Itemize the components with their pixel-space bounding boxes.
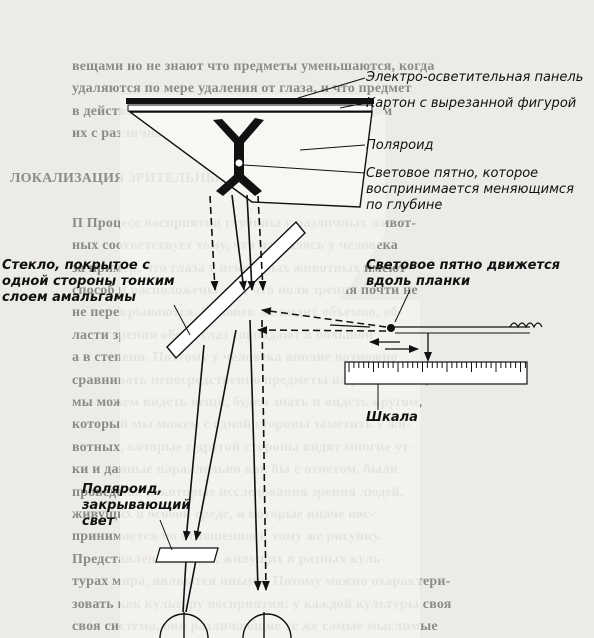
ray-1	[209, 195, 219, 291]
label-spot-3: по глубине	[366, 198, 443, 213]
scale-ruler	[344, 361, 528, 385]
polaroid-slab	[127, 111, 373, 208]
label-scale: Шкала	[366, 410, 418, 425]
bottom-polaroid	[155, 547, 219, 563]
label-spot-2: воспринимается меняющимся	[366, 182, 574, 197]
eye-right	[242, 612, 292, 638]
eye-ray-2	[193, 329, 237, 541]
eye-ray-1	[182, 344, 205, 541]
label-polaroid-bottom-2: закрывающий	[82, 498, 191, 513]
light-panel	[126, 98, 374, 104]
coil	[509, 322, 543, 329]
eye-ray-5	[182, 559, 187, 613]
label-glass-3: слоем амальгамы	[2, 290, 136, 305]
label-panel: Электро-осветительная панель	[366, 70, 584, 85]
y-figure	[213, 118, 264, 196]
label-glass-2: одной стороны тонким	[2, 274, 175, 289]
bottom-polaroid-leader	[159, 519, 173, 551]
eye-ray-3	[249, 319, 262, 591]
spot-leader	[243, 164, 366, 174]
ray-2	[231, 194, 247, 291]
diagram-clearing	[120, 95, 420, 638]
ray-3	[246, 194, 256, 291]
cardboard-leader	[339, 102, 366, 109]
moving-leader	[394, 289, 411, 323]
label-spot-1: Световое пятно, которое	[366, 166, 539, 181]
eye-ray-4	[261, 319, 270, 591]
background-text-line: вещами но не знают что предметы уменьшаю…	[72, 59, 435, 74]
mirror-glass	[166, 220, 306, 360]
label-polaroid-bottom-1: Поляроид,	[82, 482, 163, 497]
label-polaroid-top: Поляроид	[366, 138, 434, 153]
label-moving-1: Световое пятно движется	[366, 258, 561, 273]
label-polaroid-bottom-3: свет	[82, 514, 115, 529]
background-text-line: удаляются по мере удаления от глаза, и ч…	[72, 81, 412, 97]
glass-leader	[173, 304, 191, 336]
eye-ray-6	[185, 559, 197, 613]
label-glass-1: Стекло, покрытое с	[2, 258, 150, 273]
panel-leader	[297, 77, 366, 99]
polaroid-leader	[299, 144, 366, 151]
label-moving-2: вдоль планки	[366, 274, 471, 289]
moving-light-spot	[387, 324, 395, 332]
spot-ray-3	[329, 324, 371, 328]
ray-4	[257, 195, 267, 291]
spot-ray-1	[261, 307, 387, 328]
scale-pointer-tip	[424, 352, 432, 362]
eye-left	[159, 612, 209, 638]
cardboard-edge	[127, 104, 373, 112]
label-cardboard: Картон с вырезанной фигурой	[366, 96, 577, 111]
